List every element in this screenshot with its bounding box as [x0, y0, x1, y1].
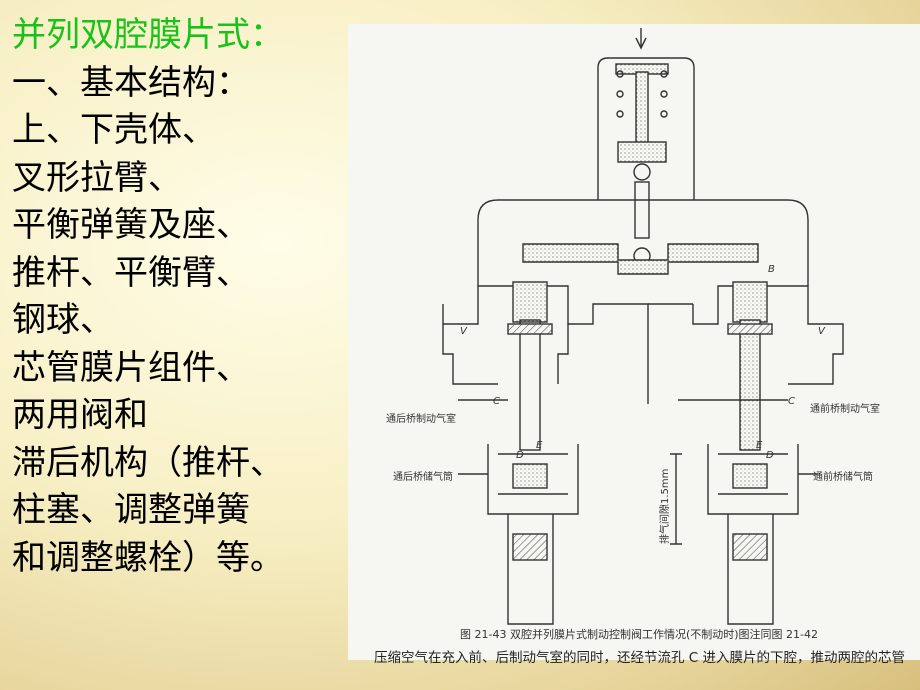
label-d-right: D	[766, 450, 774, 461]
text-line: 上、下壳体、	[12, 110, 216, 150]
text-line: 平衡弹簧及座、	[12, 205, 250, 245]
text-line: 叉形拉臂、	[12, 157, 182, 198]
text-line: 和调整螺栓）等。	[12, 537, 284, 578]
text-line: 滞后机构（推杆、	[12, 442, 284, 483]
text-line: 芯管膜片组件、	[12, 347, 250, 388]
label-b: B	[768, 264, 775, 275]
figure-bottom-text: 压缩空气在充入前、后制动气室的同时，还经节流孔 C 进入膜片的下腔，推动两腔的芯…	[374, 650, 906, 666]
label-exhaust-gap: 排气间隙1.5mm	[658, 469, 671, 544]
slide-text-block: 并列双腔膜片式： 一、基本结构： 上、下壳体、 叉形拉臂、 平衡弹簧及座、 推杆…	[12, 12, 342, 582]
label-c-left: C	[493, 396, 500, 407]
text-line: 柱塞、调整弹簧	[12, 490, 250, 530]
valve-diagram: 通后桥制动气室 通前桥制动气室 通后桥储气筒 通前桥储气筒 排气间隙1.5mm …	[386, 28, 880, 625]
label-rear-brake-chamber: 通后桥制动气室	[386, 412, 456, 425]
label-front-reservoir: 通前桥储气筒	[813, 470, 873, 483]
text-line: 钢球、	[12, 300, 114, 340]
label-v-right: V	[818, 326, 826, 337]
label-e-left: E	[536, 440, 543, 451]
label-rear-reservoir: 通后桥储气筒	[393, 470, 453, 483]
label-v-left: V	[460, 326, 468, 337]
label-e-right: E	[756, 440, 763, 451]
figure-caption: 图 21-43 双腔并列膜片式制动控制阀工作情况(不制动时)图注同图 21-42	[460, 628, 818, 641]
valve-diagram-figure: 通后桥制动气室 通前桥制动气室 通后桥储气筒 通前桥储气筒 排气间隙1.5mm …	[348, 24, 920, 666]
text-line: 一、基本结构：	[12, 62, 250, 103]
label-front-brake-chamber: 通前桥制动气室	[810, 402, 880, 415]
label-d-left: D	[516, 450, 524, 461]
text-line: 两用阀和	[12, 395, 148, 435]
text-line: 推杆、平衡臂、	[12, 252, 250, 293]
label-c-right: C	[788, 396, 795, 407]
slide-title: 并列双腔膜片式：	[12, 15, 284, 55]
